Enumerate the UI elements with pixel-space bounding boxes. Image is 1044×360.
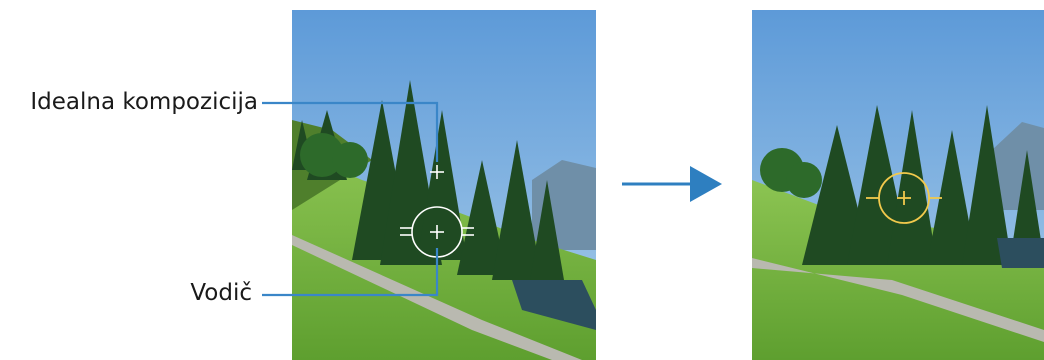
camera-preview-before[interactable] [292,10,596,360]
guide-label: Vodič [190,280,252,306]
landscape-image [752,10,1044,360]
crosshair-icon [866,172,942,224]
landscape-image [292,10,596,360]
camera-preview-after[interactable] [752,10,1044,360]
ideal-composition-label: Idealna kompozicija [30,89,258,115]
arrow-right-icon [622,166,722,202]
